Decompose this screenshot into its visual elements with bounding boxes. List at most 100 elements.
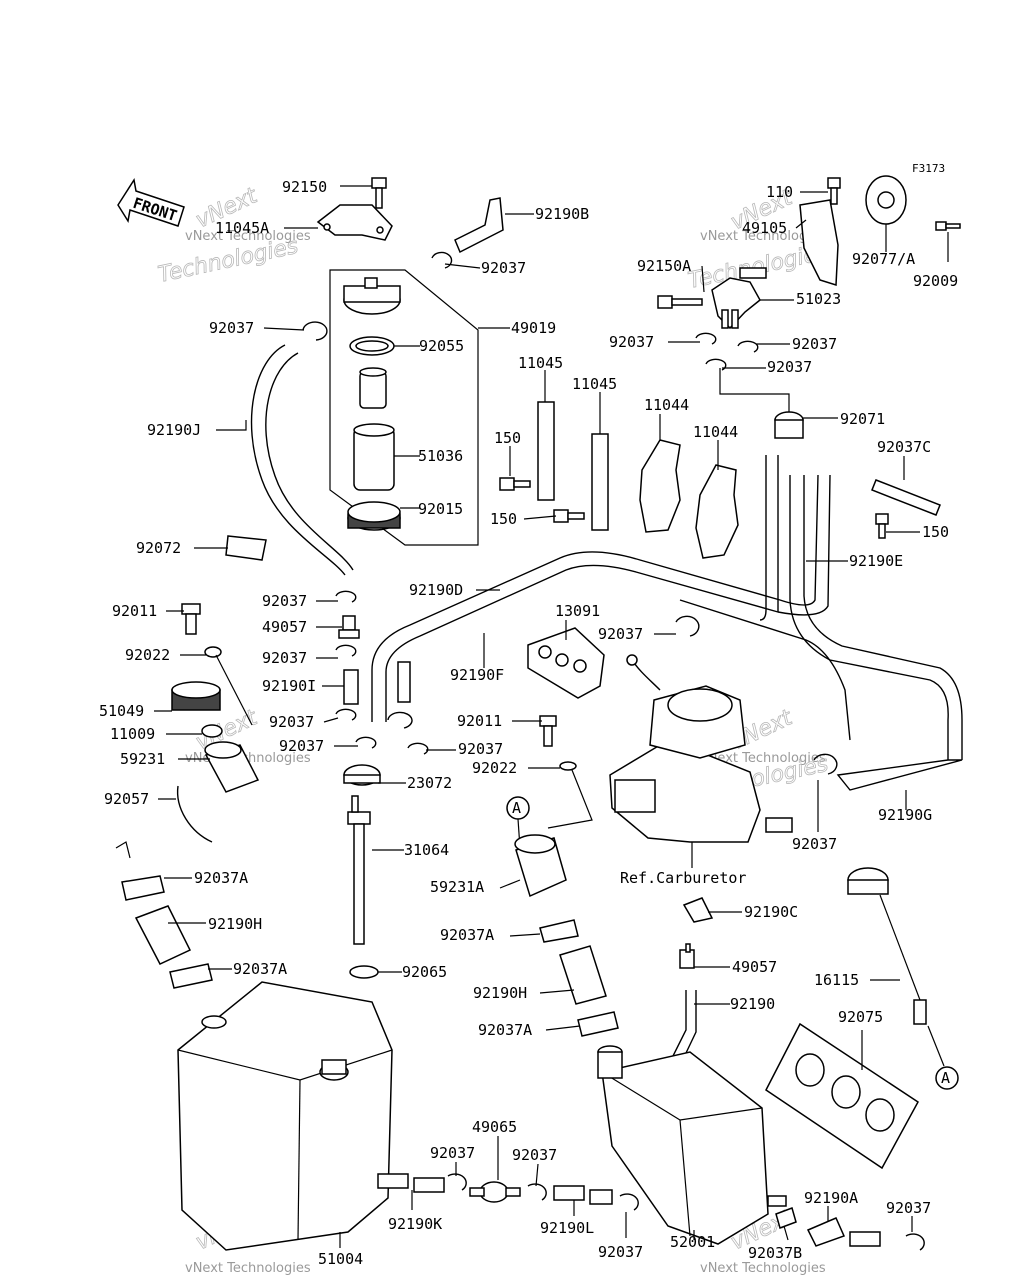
filter-kit-box: [329, 269, 479, 546]
part-label: 92065: [402, 963, 447, 981]
part-label: 92190H: [208, 915, 262, 933]
part-label: 51004: [318, 1250, 363, 1268]
part-label: 92190J: [147, 421, 201, 439]
clip-part: [335, 590, 357, 603]
part-label: 92190I: [262, 677, 316, 695]
bracket-11045-part: [537, 401, 609, 531]
clamp-92037a-part: [539, 919, 579, 943]
part-label: 92037A: [478, 1021, 532, 1039]
hose-92190i-part: [343, 669, 359, 705]
part-label: 92037C: [877, 438, 931, 456]
grommet-92071-part: [774, 411, 804, 439]
callout-marker-a: A: [506, 796, 530, 820]
part-label: 150: [490, 510, 517, 528]
washer-92022-part: [204, 646, 222, 658]
strap-92037c-part: [871, 479, 941, 516]
part-label: 92037: [792, 335, 837, 353]
watermark-line: vNext Technologies: [700, 751, 826, 766]
part-label: 92037: [279, 737, 324, 755]
clamp-92037b-part: [775, 1207, 797, 1229]
clip-part: [431, 251, 453, 269]
part-label: 110: [766, 183, 793, 201]
part-label: 150: [494, 429, 521, 447]
hose-92190k-part: [377, 1173, 409, 1189]
parts-artwork: A A: [115, 175, 963, 1251]
clip-part: [335, 708, 357, 721]
part-label: 92190L: [540, 1219, 594, 1237]
ref-carburetor-label: Ref.Carburetor: [620, 869, 746, 887]
bracket-49105-part: [799, 199, 839, 287]
part-label: 92022: [472, 759, 517, 777]
bolt-110-part: [827, 177, 841, 205]
filter-49057-part: [338, 615, 360, 639]
part-label: 92190F: [450, 666, 504, 684]
part-label: 92037: [262, 649, 307, 667]
hose-92190l-part: [553, 1185, 585, 1201]
part-label: 92037A: [233, 960, 287, 978]
part-label: 92190: [730, 995, 775, 1013]
part-label: 92037: [598, 1243, 643, 1261]
part-label: 92037: [886, 1199, 931, 1217]
part-label: 11044: [693, 423, 738, 441]
part-label: 92190H: [473, 984, 527, 1002]
bolt-92150-part: [371, 177, 387, 209]
part-label: 92037: [458, 740, 503, 758]
bowl-51036-part: [353, 423, 395, 491]
hose-92190a-part: [806, 1217, 846, 1247]
tank-51004-part: [177, 981, 393, 1251]
part-label: 13091: [555, 602, 600, 620]
part-label: 16115: [814, 971, 859, 989]
part-label: 150: [922, 523, 949, 541]
part-label: 92190D: [409, 581, 463, 599]
watermark-line: vNext Technologies: [185, 1261, 311, 1276]
part-label: 92072: [136, 539, 181, 557]
part-label: 92037: [481, 259, 526, 277]
part-label: 92037: [512, 1146, 557, 1164]
valve-49065-part: [469, 1181, 521, 1203]
bracket-11045a-part: [316, 204, 393, 241]
clip-part: [905, 1233, 925, 1251]
bolt-150-part: [553, 509, 585, 523]
part-label: 92190A: [804, 1189, 858, 1207]
filter-cap-part: [343, 277, 401, 315]
gasket-92065-part: [349, 965, 379, 979]
gasket-11009-part: [201, 724, 223, 738]
fitting-59231a-part: [514, 834, 567, 898]
part-label: 92075: [838, 1008, 883, 1026]
fuel-cock-51023-part: [711, 267, 767, 330]
clip-part: [675, 615, 700, 637]
part-label: 92071: [840, 410, 885, 428]
hose-92190h-part: [134, 905, 192, 965]
cap-gauge-16115-part: [847, 867, 927, 1025]
part-label: 92055: [419, 337, 464, 355]
part-label: 11009: [110, 725, 155, 743]
filter-49057-part: [679, 943, 695, 969]
watermark-line: vNext Technologies: [700, 229, 826, 244]
hose-92190e-part: [759, 455, 767, 621]
gauge-31064-part: [347, 795, 371, 945]
carburetor-part: [609, 654, 793, 843]
part-label: 49019: [511, 319, 556, 337]
clamp-92037a-part: [169, 963, 213, 989]
part-label: 92022: [125, 646, 170, 664]
ring-92015-part: [347, 501, 401, 531]
clip-part: [527, 1183, 547, 1201]
part-label: 92011: [112, 602, 157, 620]
part-label: 49057: [732, 958, 777, 976]
clamp-92037a-part: [577, 1011, 619, 1037]
part-label: 92037A: [194, 869, 248, 887]
part-label: 49057: [262, 618, 307, 636]
hose-92190d-part: [371, 474, 819, 722]
hose-92190g-part: [836, 759, 963, 791]
part-label: 59231A: [430, 878, 484, 896]
clip-11044-part: [695, 464, 739, 559]
front-arrow-icon: FRONT: [117, 177, 185, 227]
clip-part: [619, 1193, 639, 1211]
part-label: 92015: [418, 500, 463, 518]
part-label: 49105: [742, 219, 787, 237]
part-label: 92037: [269, 713, 314, 731]
part-label: 51049: [99, 702, 144, 720]
hose-short-part: [397, 661, 411, 703]
clip-part: [387, 711, 413, 729]
part-label: 92190G: [878, 806, 932, 824]
